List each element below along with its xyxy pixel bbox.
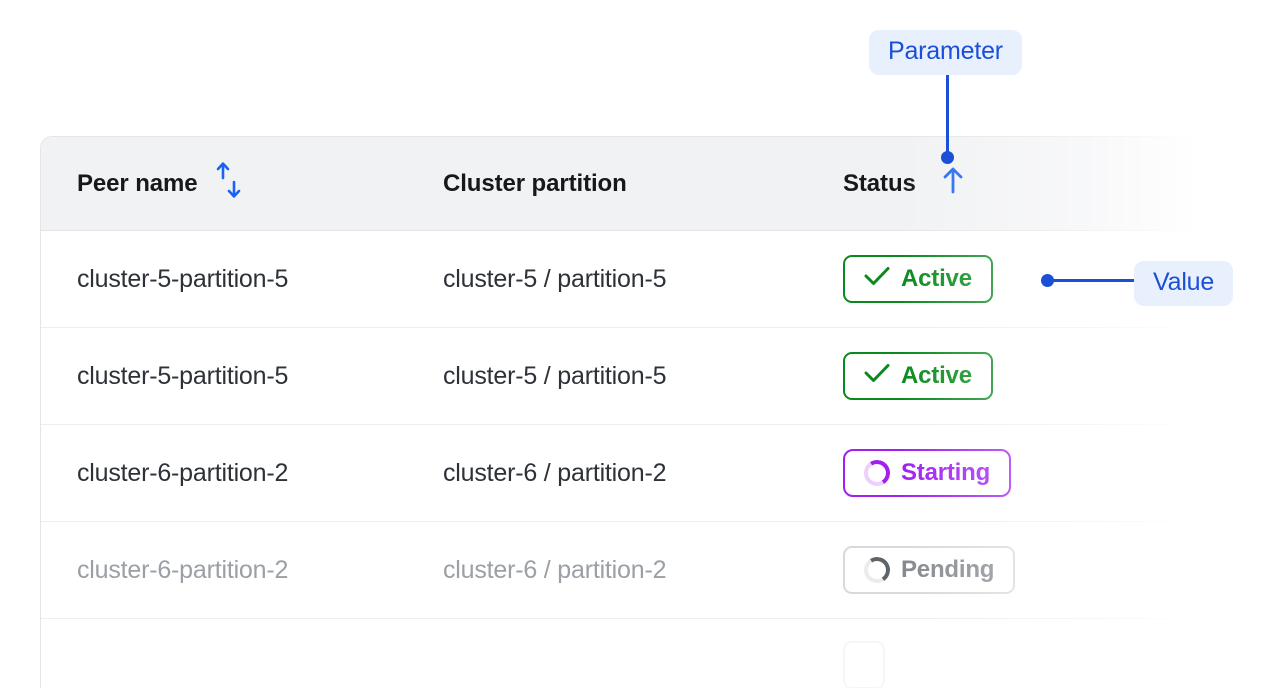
peer-name-value: cluster-5-partition-5 [77,361,289,390]
column-header-peer-name[interactable]: Peer name [41,162,443,205]
status-badge-label: Active [901,362,972,389]
cluster-partition-value: cluster-6 / partition-2 [443,555,667,584]
status-badge [843,640,885,688]
value-leader-dot [1041,274,1054,287]
peers-table-frame: Peer name Cluster partiti [40,136,1272,688]
status-badge: Active [843,255,993,303]
column-header-status-label: Status [843,169,916,197]
table-row[interactable]: cluster-6-partition-2 cluster-6 / partit… [41,522,1271,619]
peer-name-value: cluster-6-partition-2 [77,458,289,487]
column-header-peer-name-label: Peer name [77,169,198,197]
column-header-status[interactable]: Status [843,166,1203,201]
cell-cluster-partition: cluster-5 / partition-5 [443,265,843,294]
parameter-leader-line [946,74,949,158]
parameter-callout: Parameter [869,30,1022,75]
value-callout: Value [1134,261,1234,306]
status-badge-label: Pending [901,556,995,583]
value-leader-line [1050,279,1136,282]
peers-table: Peer name Cluster partiti [40,136,1272,688]
cluster-partition-value: cluster-5 / partition-5 [443,361,667,390]
table-row-partial [41,619,1271,688]
check-icon [864,265,890,294]
table-header-row: Peer name Cluster partiti [41,137,1271,231]
status-badge: Starting [843,449,1012,497]
cell-cluster-partition: cluster-6 / partition-2 [443,459,843,488]
cell-peer-name: cluster-6-partition-2 [41,556,443,585]
cell-status: Active [843,255,1203,303]
cell-status: Active [843,352,1203,400]
spinner-icon [861,457,893,489]
cluster-partition-value: cluster-5 / partition-5 [443,264,667,293]
peer-name-value: cluster-5-partition-5 [77,264,289,293]
cell-peer-name: cluster-5-partition-5 [41,362,443,391]
cell-peer-name: cluster-6-partition-2 [41,459,443,488]
check-icon [864,362,890,391]
cluster-partition-value: cluster-6 / partition-2 [443,458,667,487]
cell-cluster-partition: cluster-5 / partition-5 [443,362,843,391]
column-header-cluster-partition[interactable]: Cluster partition [443,170,843,198]
cell-peer-name: cluster-5-partition-5 [41,265,443,294]
table-row[interactable]: cluster-5-partition-5 cluster-5 / partit… [41,328,1271,425]
peer-name-value: cluster-6-partition-2 [77,555,289,584]
table-row[interactable]: cluster-6-partition-2 cluster-6 / partit… [41,425,1271,522]
status-badge: Pending [843,546,1016,594]
peers-table-inner: Peer name Cluster partiti [40,136,1272,688]
sort-asc-icon[interactable] [940,165,966,200]
spinner-icon [861,554,893,586]
status-badge: Active [843,352,993,400]
sort-both-icon[interactable] [215,161,243,204]
column-header-cluster-partition-label: Cluster partition [443,169,627,197]
parameter-leader-dot [941,151,954,164]
cell-status: Pending [843,546,1203,594]
cell-status [843,640,1203,688]
cell-status: Starting [843,449,1203,497]
status-badge-label: Active [901,265,972,292]
cell-cluster-partition: cluster-6 / partition-2 [443,556,843,585]
status-badge-label: Starting [901,459,991,486]
